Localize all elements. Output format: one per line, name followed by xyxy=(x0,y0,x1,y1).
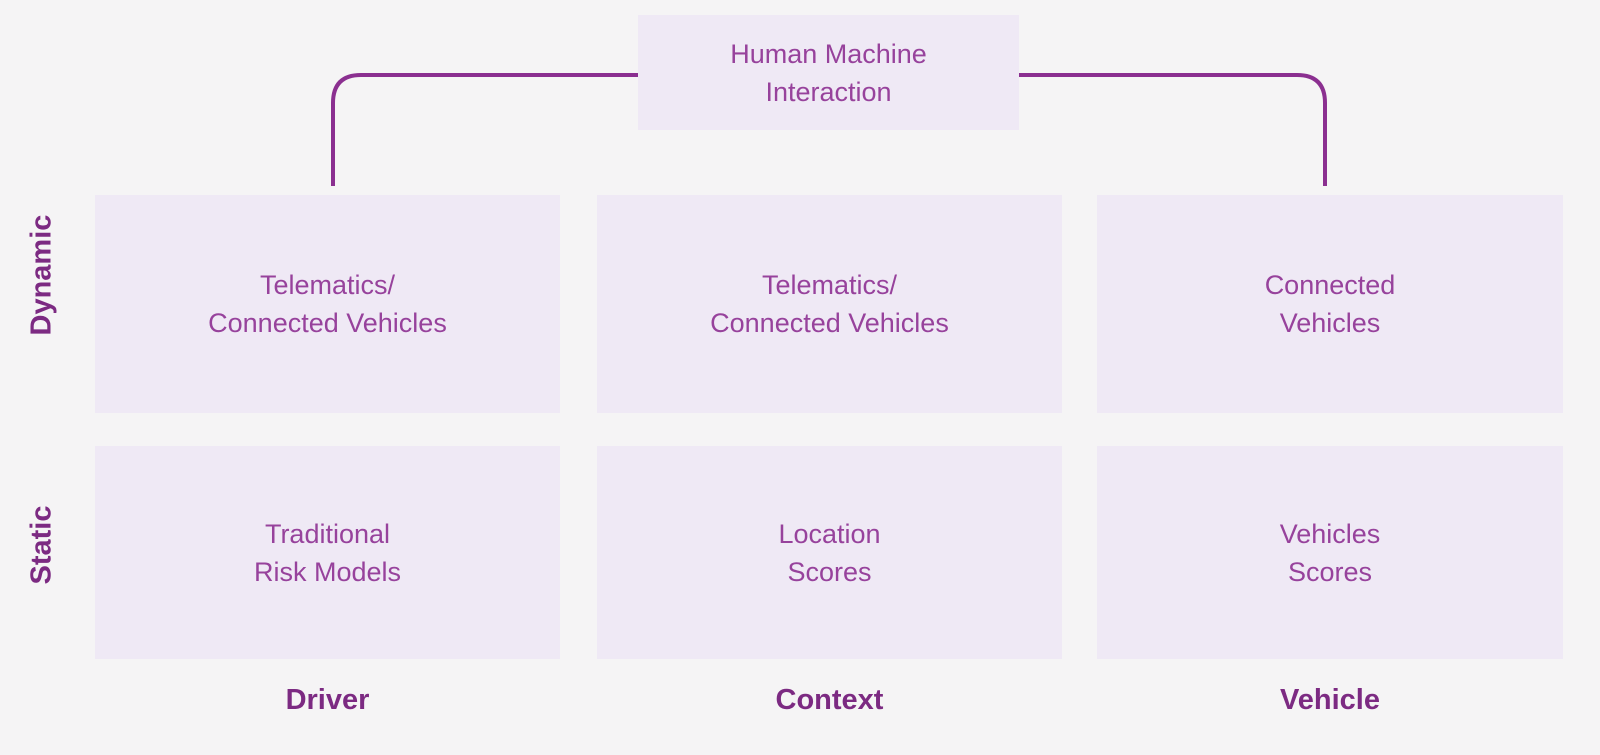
cell-dynamic-vehicle-label: Connected Vehicles xyxy=(1264,270,1396,338)
cell-dynamic-context-label: Telematics/ Connected Vehicles xyxy=(710,270,949,338)
cell-static-context-label: Location Scores xyxy=(778,518,881,587)
human-machine-interaction-label: Human Machine Interaction xyxy=(730,38,927,107)
cell-static-vehicle: Vehicles Scores xyxy=(1097,446,1563,659)
column-label-context: Context xyxy=(775,684,884,716)
cell-static-driver-label: Traditional Risk Models xyxy=(253,518,402,587)
cell-static-driver: Traditional Risk Models xyxy=(95,446,560,659)
row-label-dynamic: Dynamic xyxy=(25,214,58,336)
cell-dynamic-driver: Telematics/ Connected Vehicles xyxy=(95,195,560,413)
cell-dynamic-driver-label: Telematics/ Connected Vehicles xyxy=(208,270,447,338)
human-machine-interaction-box: Human Machine Interaction xyxy=(638,15,1019,130)
connector-left xyxy=(331,73,638,186)
connector-right xyxy=(1019,73,1327,186)
cell-dynamic-context: Telematics/ Connected Vehicles xyxy=(597,195,1062,413)
cell-dynamic-vehicle: Connected Vehicles xyxy=(1097,195,1563,413)
cell-static-vehicle-label: Vehicles Scores xyxy=(1279,518,1381,587)
cell-static-context: Location Scores xyxy=(597,446,1062,659)
column-label-vehicle: Vehicle xyxy=(1280,684,1380,716)
row-label-static: Static xyxy=(25,505,58,585)
column-label-driver: Driver xyxy=(285,684,370,716)
